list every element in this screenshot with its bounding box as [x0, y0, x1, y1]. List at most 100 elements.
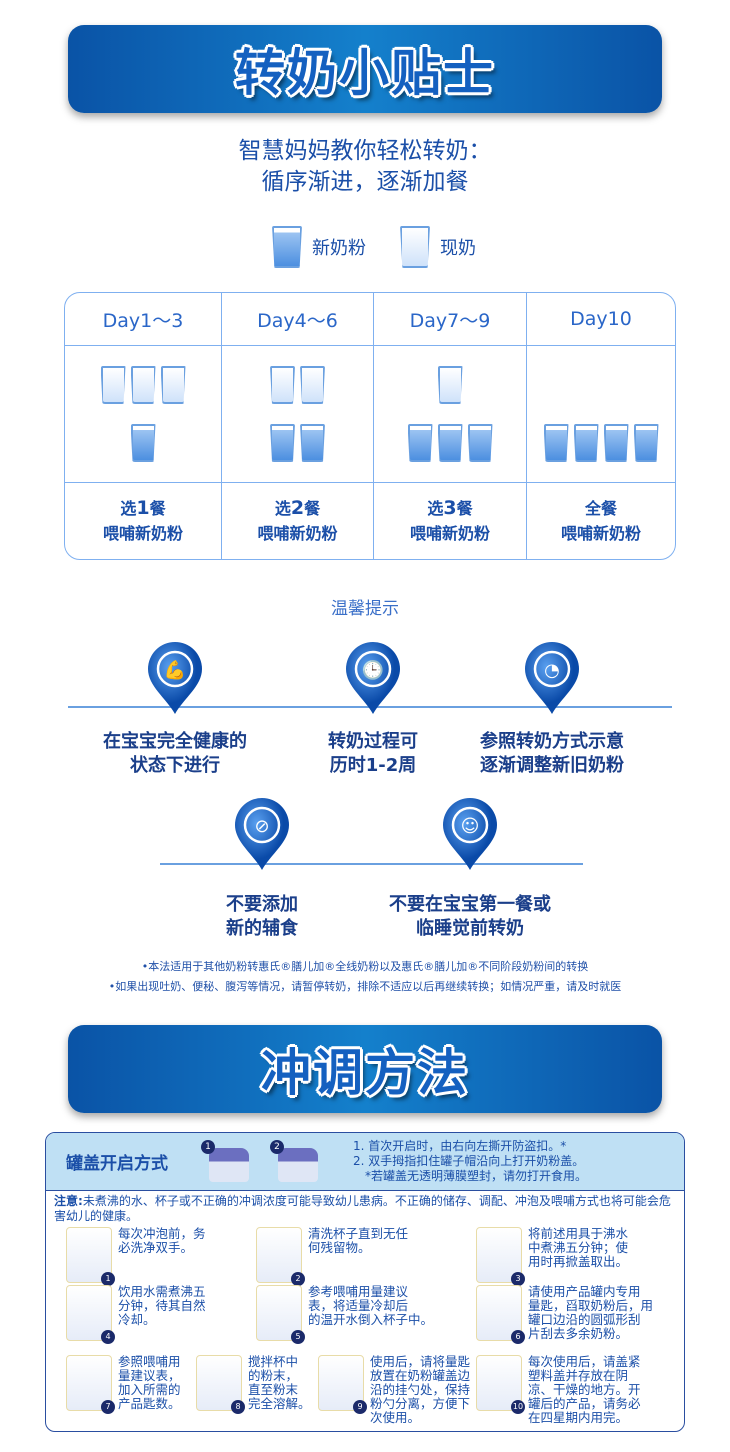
- tip-line1: 不要在宝宝第一餐或: [389, 894, 551, 915]
- tips-title: 转奶小贴士: [235, 44, 495, 102]
- meal-num: 3: [443, 497, 457, 519]
- day-label: Day4～6: [257, 309, 338, 332]
- step-text: 请使用产品罐内专用 量匙，舀取奶粉后，用 罐口边沿的圆弧形刮 片刮去多余奶粉。: [528, 1284, 654, 1341]
- step-10-illustration: 10: [476, 1355, 525, 1414]
- step-text: 使用后，请将量匙 放置在奶粉罐盖边 沿的挂勺处，保持 粉勺分离，方便下 次使用。: [370, 1354, 471, 1425]
- step-number-badge: 7: [101, 1400, 115, 1414]
- glasses-cell: [65, 346, 222, 483]
- tip-text: 参照转奶方式示意逐渐调整新旧奶粉: [442, 730, 662, 778]
- current-milk-glass-icon: [160, 366, 186, 404]
- step-number-badge: 8: [231, 1400, 245, 1414]
- tip-text: 不要添加新的辅食: [152, 893, 372, 941]
- new-formula-glass-icon: [407, 424, 433, 462]
- tip-line2: 临睡觉前转奶: [416, 918, 524, 939]
- tip-text: 在宝宝完全健康的状态下进行: [65, 730, 285, 778]
- meal-num: 2: [290, 497, 305, 519]
- step-5-illustration: 5: [256, 1285, 305, 1344]
- tip-line1: 参照转奶方式示意: [480, 731, 624, 752]
- prep-banner: 冲调方法: [68, 1025, 662, 1113]
- legend-new: 新奶粉: [272, 226, 366, 268]
- current-milk-glass-icon: [270, 366, 295, 404]
- legend-current-label: 现奶: [440, 238, 476, 259]
- legend-current: 现奶: [400, 226, 476, 268]
- svg-text:⊘: ⊘: [254, 816, 269, 837]
- subtitle: 智慧妈妈教你轻松转奶：循序渐进，逐渐加餐: [0, 136, 730, 198]
- clock-icon: 🕒: [344, 640, 402, 716]
- new-formula-glass-icon: [543, 424, 569, 462]
- meal-prefix: 选: [120, 499, 137, 518]
- new-formula-glass-icon: [467, 424, 493, 462]
- divider: [160, 863, 583, 865]
- step-1-illustration: 1: [66, 1227, 115, 1286]
- tip-line2: 新的辅食: [226, 918, 298, 939]
- meal-cell: 全餐喂哺新奶粉: [527, 483, 675, 559]
- current-milk-glass-icon: [400, 226, 430, 268]
- svg-text:💪: 💪: [164, 659, 186, 681]
- meal-text: 全餐喂哺新奶粉: [561, 496, 641, 546]
- tips-heading: 温馨提示: [331, 599, 399, 619]
- day-header: Day4～6: [222, 293, 374, 346]
- meal-line1: 选1餐: [103, 496, 183, 521]
- meal-suffix: 餐: [149, 499, 166, 518]
- meal-line2: 喂哺新奶粉: [257, 524, 338, 543]
- meal-cell: 选1餐喂哺新奶粉: [65, 483, 222, 559]
- glasses-cell: [527, 346, 675, 483]
- new-formula-glass-icon: [633, 424, 659, 462]
- glass-row-top: [100, 363, 186, 407]
- meal-suffix: 餐: [304, 499, 321, 518]
- subtitle-line1: 智慧妈妈教你轻松转奶：: [238, 138, 492, 164]
- meal-cell: 选2餐喂哺新奶粉: [222, 483, 374, 559]
- glass-row-bottom: [543, 421, 659, 465]
- glasses-cell: [374, 346, 527, 483]
- tip-line1: 在宝宝完全健康的: [103, 731, 247, 752]
- step-2-illustration: 2: [256, 1227, 305, 1286]
- meal-line1: 全餐: [561, 496, 641, 521]
- step-number-badge: 1: [101, 1272, 115, 1286]
- sleeping-baby-icon: ☺: [441, 796, 499, 872]
- meal-line2: 喂哺新奶粉: [409, 524, 490, 543]
- legend-new-label: 新奶粉: [312, 238, 366, 259]
- step-6-illustration: 6: [476, 1285, 525, 1344]
- glass-row-top: [437, 363, 463, 407]
- new-formula-glass-icon: [130, 424, 156, 462]
- cap-opening-header: 罐盖开启方式 1 2 1. 首次开启时，由右向左撕开防盗扣。* 2. 双手拇指扣…: [46, 1133, 684, 1191]
- meal-prefix: 选: [274, 499, 291, 518]
- cap-instructions: 1. 首次开启时，由右向左撕开防盗扣。* 2. 双手拇指扣住罐子帽沿向上打开奶粉…: [353, 1139, 587, 1184]
- meal-text: 选3餐喂哺新奶粉: [410, 496, 490, 546]
- cap-instruction-1: 1. 首次开启时，由右向左撕开防盗扣。*: [353, 1139, 567, 1153]
- new-formula-glass-icon: [270, 424, 295, 462]
- warning-text: 未煮沸的水、杯子或不正确的冲调浓度可能导致幼儿患病。不正确的储存、调配、冲泡及喂…: [54, 1194, 671, 1223]
- step-7-illustration: 7: [66, 1355, 115, 1414]
- meal-prefix: 选: [427, 499, 444, 518]
- day-header: Day7～9: [374, 293, 527, 346]
- current-milk-glass-icon: [437, 366, 463, 404]
- step-number-badge: 9: [353, 1400, 367, 1414]
- step-text: 参照喂哺用 量建议表， 加入所需的 产品匙数。: [118, 1354, 181, 1411]
- note-2: •如果出现吐奶、便秘、腹泻等情况，请暂停转奶，排除不适应以后再继续转换；如情况严…: [108, 980, 622, 993]
- glass-row-top: [270, 363, 325, 407]
- new-formula-glass-icon: [573, 424, 599, 462]
- cap-opening-label: 罐盖开启方式: [66, 1154, 168, 1174]
- day-header: Day1～3: [65, 293, 222, 346]
- step-4-illustration: 4: [66, 1285, 115, 1344]
- cap-footnote: *若罐盖无透明薄膜塑封，请勿打开食用。: [365, 1169, 588, 1183]
- warning-label: 注意:: [54, 1194, 83, 1208]
- tip-line1: 不要添加: [226, 894, 298, 915]
- meal-line2: 喂哺新奶粉: [560, 524, 641, 543]
- tip-line2: 状态下进行: [130, 755, 220, 776]
- meal-suffix: 餐: [456, 499, 473, 518]
- new-formula-glass-icon: [437, 424, 463, 462]
- meal-text: 选2餐喂哺新奶粉: [257, 496, 337, 546]
- svg-text:◔: ◔: [544, 660, 560, 681]
- day-header: Day10: [527, 293, 675, 346]
- step-text: 参考喂哺用量建议 表，将适量冷却后 的温开水倒入杯子中。: [308, 1284, 434, 1327]
- tip-line2: 历时1-2周: [329, 755, 417, 776]
